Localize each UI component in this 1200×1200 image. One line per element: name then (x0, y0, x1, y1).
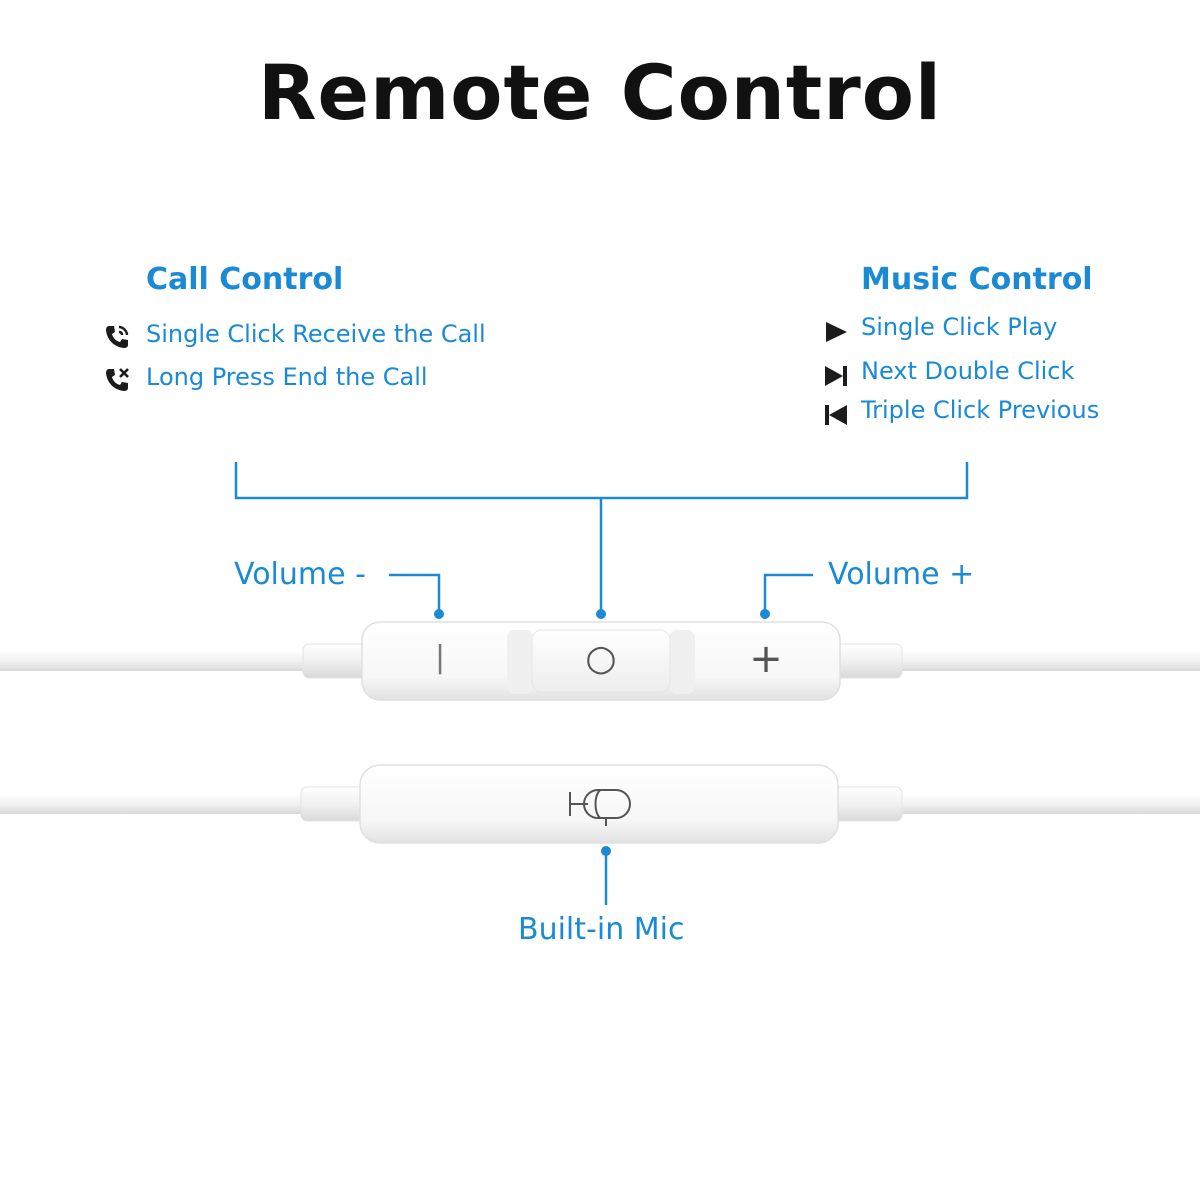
phone-end-icon (106, 368, 129, 391)
music-control-heading: Music Control (861, 262, 1093, 297)
list-item: Long Press End the Call (102, 363, 522, 399)
list-item: Single Click Play (820, 313, 1190, 349)
center-button-pointer (596, 609, 606, 619)
button-remote (0, 621, 1200, 701)
page-title: Remote Control (258, 48, 942, 137)
phone-receive-icon (106, 325, 129, 348)
volume-up-label: Volume + (828, 557, 975, 592)
center-button[interactable]: ○ (585, 638, 617, 679)
list-item: Single Click Receive the Call (102, 320, 522, 356)
control-bracket (234, 462, 969, 612)
call-receive-label: Single Click Receive the Call (146, 320, 486, 348)
triple-click-previous-label: Triple Click Previous (861, 396, 1100, 424)
volume-up-connector (763, 573, 813, 612)
volume-up-pointer (760, 609, 770, 619)
mic-remote (0, 764, 1200, 844)
call-control-heading: Call Control (146, 262, 344, 297)
play-icon (826, 322, 847, 342)
list-item: Next Double Click (820, 357, 1190, 393)
list-item: Triple Click Previous (820, 396, 1190, 432)
volume-down-button[interactable]: | (434, 640, 446, 675)
microphone-icon (569, 789, 631, 826)
mic-pointer (601, 846, 611, 856)
volume-down-label: Volume - (234, 557, 366, 592)
previous-track-icon (825, 405, 847, 425)
volume-down-pointer (434, 609, 444, 619)
call-end-label: Long Press End the Call (146, 363, 428, 391)
volume-down-connector (389, 573, 441, 612)
next-track-icon (825, 366, 847, 386)
built-in-mic-label: Built-in Mic (518, 912, 685, 947)
volume-up-button[interactable]: + (749, 636, 783, 682)
next-double-click-label: Next Double Click (861, 357, 1075, 385)
single-click-play-label: Single Click Play (861, 313, 1058, 341)
